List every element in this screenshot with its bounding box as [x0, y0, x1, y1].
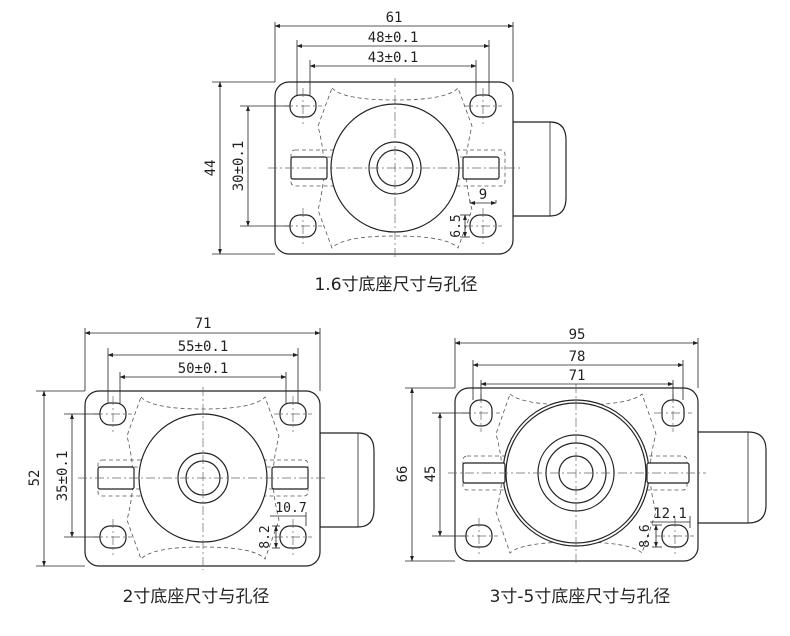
dim-vertical-hole-spacing: 30±0.1 [231, 141, 247, 192]
base-diagram-3-5-inch: 95 78 71 66 45 12.1 8.6 3寸-5寸底座尺寸与孔径 [395, 327, 767, 607]
diagram-caption: 1.6寸底座尺寸与孔径 [314, 275, 477, 295]
wheel-side-view [319, 432, 375, 528]
dimension-lines [410, 341, 699, 562]
dim-overall-width: 95 [569, 327, 586, 343]
dim-slot-width: 8.6 [638, 524, 653, 547]
dim-slot-length: 10.7 [275, 501, 306, 516]
wheel-side-view [512, 121, 567, 217]
dim-overall-width: 71 [195, 316, 212, 332]
dim-outer-hole-spacing: 55±0.1 [178, 339, 229, 355]
centerlines [268, 78, 520, 258]
dim-vertical-hole-spacing: 35±0.1 [55, 451, 71, 502]
diagram-caption: 3寸-5寸底座尺寸与孔径 [490, 587, 671, 607]
dim-slot-length: 12.1 [653, 506, 687, 522]
dim-overall-height: 52 [27, 470, 43, 487]
dim-inner-hole-spacing: 50±0.1 [178, 361, 229, 377]
diagram-caption: 2寸底座尺寸与孔径 [123, 587, 270, 607]
wheel-side-view [697, 431, 767, 524]
dim-outer-hole-spacing: 78 [569, 349, 586, 365]
centerlines [448, 384, 706, 566]
dim-slot-length: 9 [479, 187, 487, 203]
dimension-lines [218, 24, 514, 255]
extension-lines [212, 22, 514, 255]
dim-overall-height: 66 [395, 466, 411, 483]
dim-overall-width: 61 [386, 10, 403, 26]
centerlines [78, 387, 328, 570]
dim-inner-hole-spacing: 71 [569, 368, 586, 384]
dim-overall-height: 44 [203, 160, 219, 177]
base-diagram-2-inch: 71 55±0.1 50±0.1 52 35±0.1 10.7 8.2 2寸底座… [27, 316, 375, 607]
dim-inner-hole-spacing: 43±0.1 [368, 50, 419, 66]
base-diagram-1-6-inch: 61 48±0.1 43±0.1 44 30±0.1 9 6.5 1.6寸底座尺… [203, 10, 567, 295]
dim-slot-width: 6.5 [449, 214, 464, 237]
dim-outer-hole-spacing: 48±0.1 [368, 30, 419, 46]
dim-slot-width: 8.2 [258, 525, 273, 548]
dimension-lines [42, 331, 321, 567]
dim-vertical-hole-spacing: 45 [423, 466, 439, 483]
